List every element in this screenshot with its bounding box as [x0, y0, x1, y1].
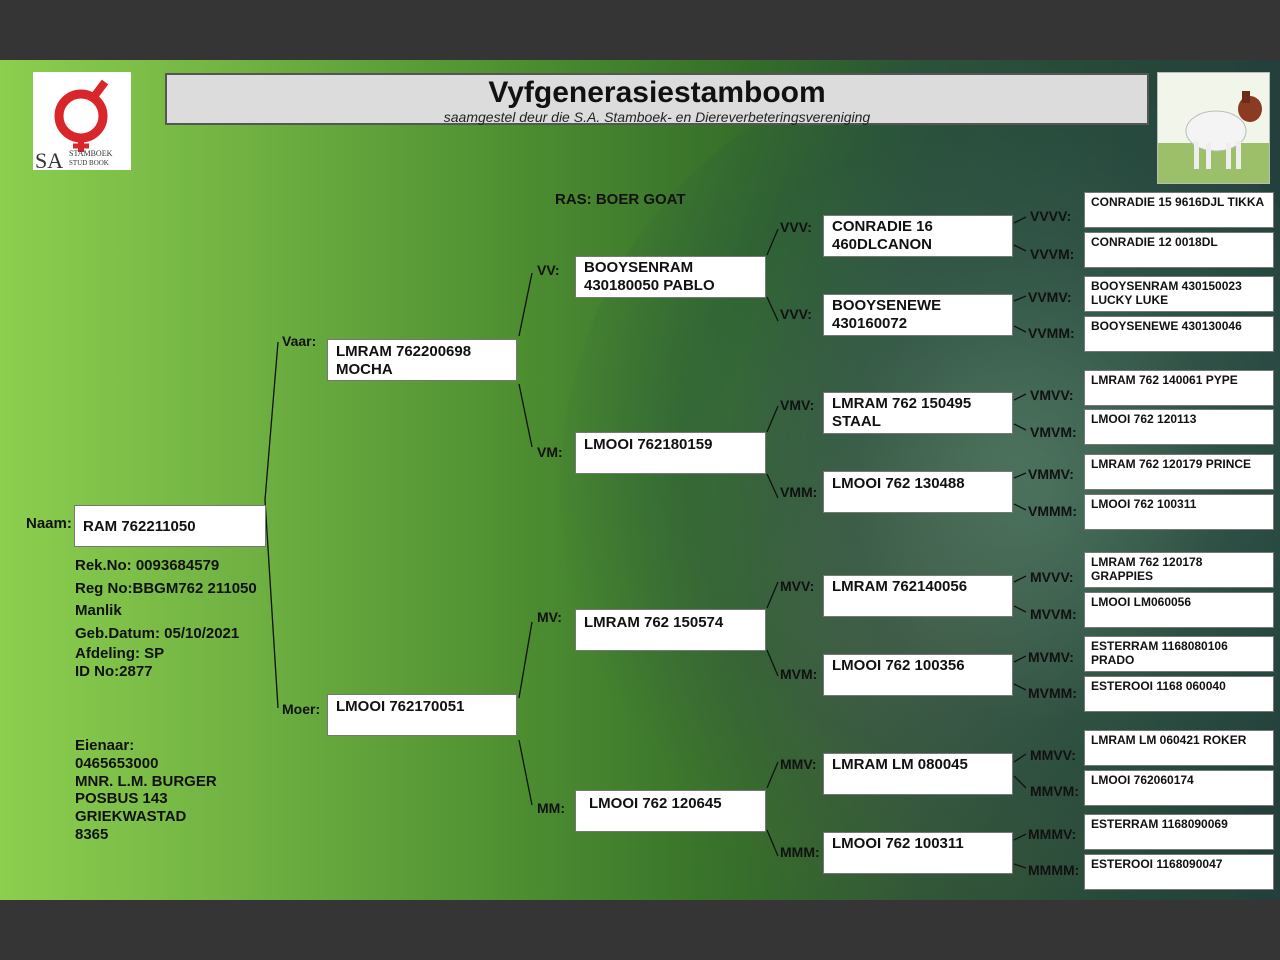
sire-box: LMRAM 762200698 MOCHA — [327, 339, 517, 381]
animal-details: Rek.No: 0093684579 Reg No:BBGM762 211050… — [75, 555, 257, 681]
mmv-label: MMV: — [780, 756, 817, 772]
animal-name-box: RAM 762211050 — [74, 505, 266, 547]
vvv-label: VVV: — [780, 219, 812, 235]
sire-label: Vaar: — [282, 333, 317, 349]
vvv-box: CONRADIE 16 460DLCANON — [823, 215, 1013, 257]
division: Afdeling: SP — [75, 645, 165, 662]
reg-no: Reg No:BBGM762 211050 — [75, 579, 257, 597]
vv-box: BOOYSENRAM 430180050 PABLO — [575, 256, 766, 298]
owner-address-2: GRIEKWASTAD — [75, 808, 187, 826]
bottom-bar — [0, 900, 1280, 960]
mvvv-label: MVVV: — [1030, 569, 1074, 585]
vvvv-box: CONRADIE 15 9616DJL TIKKA — [1084, 192, 1274, 228]
page-title: Vyfgenerasiestamboom — [488, 76, 826, 109]
vv-label: VV: — [537, 262, 560, 278]
vmv-label: VMV: — [780, 397, 815, 413]
dam-box: LMOOI 762170051 — [327, 694, 517, 736]
top-bar — [0, 0, 1280, 60]
mmv-box: LMRAM LM 080045 — [823, 753, 1013, 795]
mm-label: MM: — [537, 800, 565, 816]
mvm-box: LMOOI 762 100356 — [823, 654, 1013, 696]
page-subtitle: saamgestel deur die S.A. Stamboek- en Di… — [443, 109, 871, 125]
mvvm-label: MVVM: — [1030, 606, 1077, 622]
mvmm-box: ESTEROOI 1168 060040 — [1084, 676, 1274, 712]
studbook-emblem-icon: SA STAMBOEK STUD BOOK — [35, 79, 113, 173]
mmvv-label: MMVV: — [1030, 747, 1076, 763]
pedigree-connector-lines — [264, 216, 1027, 869]
mvmv-box: ESTERRAM 1168080106 PRADO — [1084, 636, 1274, 672]
vvvm-box: CONRADIE 12 0018DL — [1084, 232, 1274, 268]
goat-photo — [1157, 72, 1270, 184]
vmmm-label: VMMM: — [1028, 503, 1077, 519]
mmm-box: LMOOI 762 100311 — [823, 832, 1013, 874]
vmvm-box: LMOOI 762 120113 — [1084, 409, 1274, 445]
vvm-box: BOOYSENEWE 430160072 — [823, 294, 1013, 336]
mv-label: MV: — [537, 609, 562, 625]
id-no: ID No:2877 — [75, 663, 153, 680]
owner-label: Eienaar: — [75, 737, 135, 754]
mmmv-box: ESTERRAM 1168090069 — [1084, 814, 1274, 850]
vvmv-label: VVMV: — [1028, 289, 1072, 305]
vmmv-box: LMRAM 762 120179 PRINCE — [1084, 454, 1274, 490]
rek-no: Rek.No: 0093684579 — [75, 557, 220, 574]
birth-date: Geb.Datum: 05/10/2021 — [75, 624, 240, 642]
mmmm-box: ESTEROOI 1168090047 — [1084, 854, 1274, 890]
vmm-label: VMM: — [780, 484, 818, 500]
mmvv-box: LMRAM LM 060421 ROKER — [1084, 730, 1274, 766]
mmvm-label: MMVM: — [1030, 783, 1079, 799]
mvv-label: MVV: — [780, 578, 815, 594]
mvv-box: LMRAM 762140056 — [823, 575, 1013, 617]
vm-label: VM: — [537, 444, 563, 460]
mvvv-box: LMRAM 762 120178 GRAPPIES — [1084, 552, 1274, 588]
breed-label: RAS: BOER GOAT — [555, 191, 686, 208]
owner-address-1: POSBUS 143 — [75, 790, 168, 808]
owner-block: Eienaar: 0465653000 MNR. L.M. BURGER POS… — [75, 737, 217, 844]
owner-name: MNR. L.M. BURGER — [75, 772, 217, 790]
mv-box: LMRAM 762 150574 — [575, 609, 766, 651]
vmvv-box: LMRAM 762 140061 PYPE — [1084, 370, 1274, 406]
mvmv-label: MVMV: — [1028, 649, 1074, 665]
title-banner: Vyfgenerasiestamboom saamgestel deur die… — [165, 73, 1149, 125]
mvvm-box: LMOOI LM060056 — [1084, 592, 1274, 628]
owner-postcode: 8365 — [75, 825, 109, 843]
vvm-label: VVV: — [780, 306, 812, 322]
mmmm-label: MMMM: — [1028, 862, 1080, 878]
mm-box: LMOOI 762 120645 — [575, 790, 766, 832]
vvmm-box: BOOYSENEWE 430130046 — [1084, 316, 1274, 352]
mvmm-label: MVMM: — [1028, 685, 1077, 701]
vmm-box: LMOOI 762 130488 — [823, 471, 1013, 513]
vmmv-label: VMMV: — [1028, 466, 1074, 482]
dam-label: Moer: — [282, 701, 321, 717]
vvvm-label: VVVM: — [1030, 246, 1075, 262]
mmm-label: MMM: — [780, 844, 820, 860]
sa-studbook-logo: SA STAMBOEK STUD BOOK — [33, 72, 131, 173]
logo-small-text-1: STAMBOEK — [69, 149, 113, 158]
vmv-box: LMRAM 762 150495 STAAL — [823, 392, 1013, 434]
vmvv-label: VMVV: — [1030, 387, 1074, 403]
sex: Manlik — [75, 602, 122, 619]
mvm-label: MVM: — [780, 666, 818, 682]
boer-goat-image-icon — [1158, 91, 1269, 183]
logo-text: SA — [35, 148, 63, 170]
name-label: Naam: — [26, 515, 72, 532]
mmvm-box: LMOOI 762060174 — [1084, 770, 1274, 806]
vvmm-label: VVMM: — [1028, 325, 1075, 341]
pedigree-sheet: SA STAMBOEK STUD BOOK Vyfgenerasiestambo… — [0, 60, 1280, 900]
owner-phone: 0465653000 — [75, 754, 159, 772]
vmvm-label: VMVM: — [1030, 424, 1077, 440]
vmmm-box: LMOOI 762 100311 — [1084, 494, 1274, 530]
vvmv-box: BOOYSENRAM 430150023 LUCKY LUKE — [1084, 276, 1274, 312]
vvvv-label: VVVV: — [1030, 208, 1072, 224]
vm-box: LMOOI 762180159 — [575, 432, 766, 474]
logo-small-text-2: STUD BOOK — [69, 159, 109, 167]
mmmv-label: MMMV: — [1028, 826, 1077, 842]
